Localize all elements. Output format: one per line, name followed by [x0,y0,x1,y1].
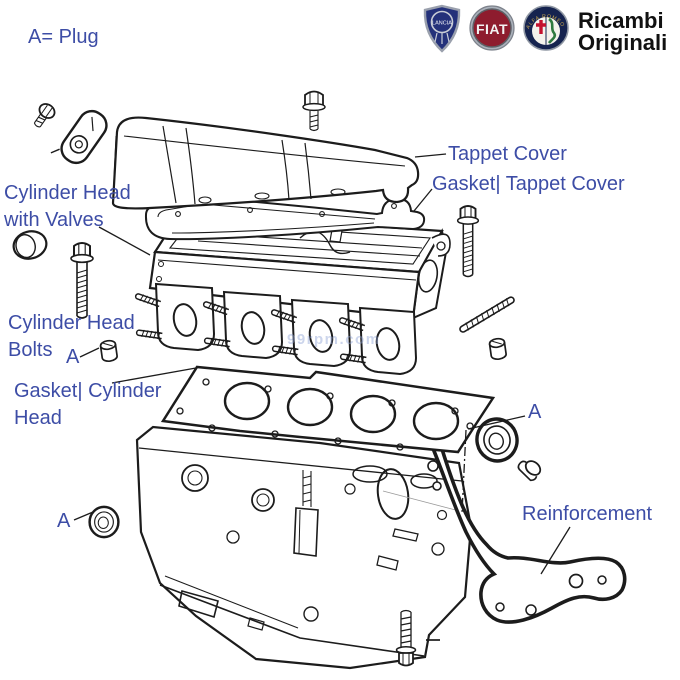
plug-bolt-small [517,460,542,482]
plug-note: A= Plug [28,26,99,48]
head-port-cluster [201,290,284,360]
marker-a-seal-left: A [57,510,71,532]
head-port-cluster [133,282,216,352]
head-bolt-left [70,242,94,319]
label-gasket-cylinder-head: Gasket| Cylinder Head [14,380,162,429]
svg-text:LANCIA: LANCIA [432,21,452,27]
cylinder-head-gasket [160,365,496,454]
marker-a-plug: A [66,346,80,368]
bottom-bolt [395,609,417,667]
small-screw [33,103,56,128]
watermark-text: 99rpm.com [287,331,381,348]
brand-block: LANCIA FIAT ALFA ROMEO Ricambi Originali [422,4,667,54]
head-bolt-right [456,205,480,278]
tappet-cover [111,116,420,210]
label-reinforcement: Reinforcement [522,503,653,525]
label-tappet-cover: Tappet Cover [448,143,567,165]
leader-lines [73,153,571,575]
cup-plug [12,230,48,260]
seal-a-left [88,505,120,539]
leader-reinforcement [540,526,571,575]
leader-seal-a-left [73,511,94,521]
leader-gasket-tappet-cover [413,188,433,212]
label-cylinder-head-bolts: Cylinder Head Bolts [8,312,135,361]
svg-text:FIAT: FIAT [476,21,508,37]
label-gasket-tappet-cover: Gasket| Tappet Cover [432,173,625,195]
reinforcement-bracket [422,428,627,624]
head-port-cluster [337,306,418,376]
leader-plug-a-left [79,347,100,358]
rocker-pad [50,109,108,165]
head-port-cluster [269,298,352,368]
brand-line1: Ricambi [578,8,664,33]
lancia-logo: LANCIA [423,4,461,53]
label-cylinder-head-with-valves: Cylinder Head with Valves [4,182,131,231]
leader-seal-a-right [467,415,526,430]
marker-a-seal-right: A [528,401,542,423]
cylinder-head [133,211,451,376]
engine-block [135,425,473,670]
centerline-seal [461,429,467,514]
brand-name: Ricambi Originali [578,10,667,54]
fiat-logo: FIAT [469,5,515,51]
plug-a-small-right [488,336,508,361]
leader-gasket-cylinder-head [111,367,197,384]
alfa-romeo-logo: ALFA ROMEO [523,5,569,51]
tappet-cover-gasket [144,195,426,241]
leader-cylinder-head [98,226,151,256]
stud-diagonal [459,296,515,333]
cover-bolt [302,90,326,132]
leader-tappet-cover [414,153,447,158]
brand-line2: Originali [578,30,668,55]
